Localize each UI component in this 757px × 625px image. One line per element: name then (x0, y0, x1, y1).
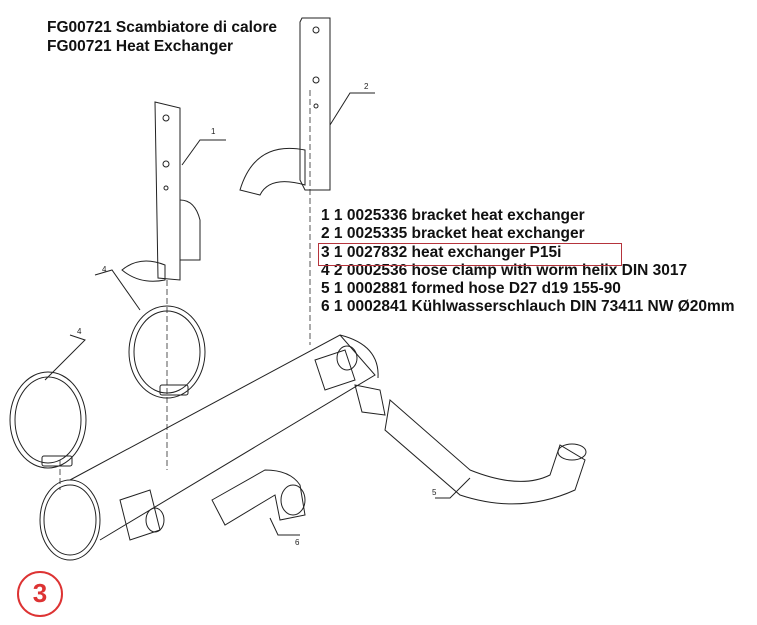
parts-list-item: 1 1 0025336 bracket heat exchanger (321, 207, 585, 224)
callout-6: 6 (295, 538, 300, 547)
selected-part-badge: 3 (17, 571, 63, 617)
hose-6 (211, 469, 306, 526)
callout-4-upper: 4 (102, 265, 107, 274)
parts-list-item: 2 1 0025335 bracket heat exchanger (321, 225, 585, 243)
hose-clamp-upper (128, 305, 206, 399)
parts-list-item: 5 1 0002881 formed hose D27 d19 155-90 (321, 280, 621, 298)
parts-list-item: 6 1 0002841 Kühlwasserschlauch DIN 73411… (321, 298, 735, 316)
parts-list-item: 4 2 0002536 hose clamp with worm helix D… (321, 261, 688, 279)
callout-5: 5 (432, 488, 437, 497)
assembly-lines (59, 90, 311, 490)
title-english: FG00721 Heat Exchanger (47, 38, 234, 55)
parts-list: 1 1 0025336 bracket heat exchanger 2 1 0… (321, 207, 735, 317)
title-italian: FG00721 Scambiatore di calore (47, 19, 278, 36)
highlight-box (318, 243, 622, 266)
callout-1: 1 (211, 127, 216, 136)
hose-clamp-lower (9, 371, 87, 469)
callout-leaders (44, 92, 471, 536)
heat-exchanger (39, 334, 386, 561)
bracket-2 (239, 17, 331, 196)
formed-hose-5 (384, 399, 587, 505)
callout-4-lower: 4 (77, 327, 82, 336)
bracket-1 (121, 101, 201, 282)
callout-2: 2 (364, 82, 369, 91)
parts-list-item-highlighted: 3 1 0027832 heat exchanger P15i (321, 243, 562, 261)
